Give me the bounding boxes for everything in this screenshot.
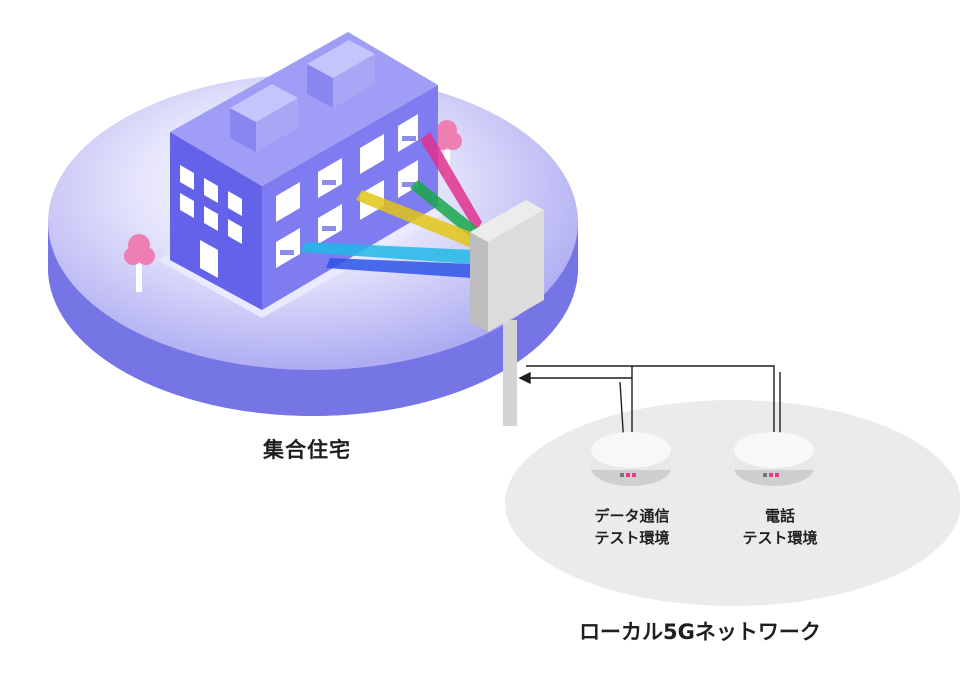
data-test-server-icon: [591, 432, 671, 486]
antenna-unit-icon: [470, 200, 544, 426]
data-test-label-line2: テスト環境: [594, 529, 670, 547]
data-test-label-line1: データ通信: [594, 507, 670, 525]
signal-beams: [300, 132, 482, 278]
tree-icon: [124, 234, 155, 292]
network-area: [505, 400, 960, 606]
phone-test-server-icon: [734, 432, 814, 486]
data-test-label: データ通信 テスト環境: [562, 505, 702, 549]
apartment-label: 集合住宅: [263, 438, 351, 462]
network-label: ローカル5Gネットワーク: [579, 620, 821, 644]
phone-test-label-line2: テスト環境: [742, 529, 818, 547]
phone-test-label: 電話 テスト環境: [710, 505, 850, 549]
phone-test-label-line1: 電話: [764, 507, 795, 525]
